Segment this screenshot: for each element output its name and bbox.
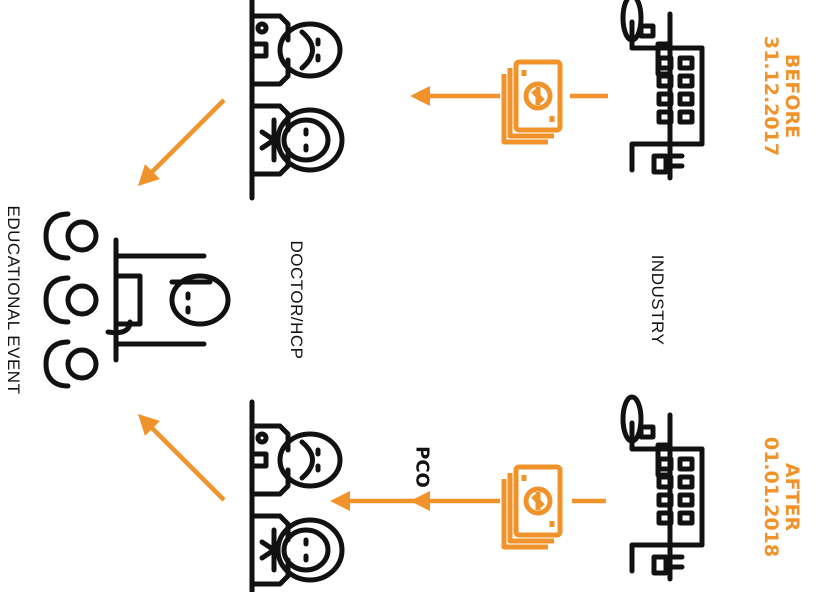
industry-label: INDUSTRY bbox=[648, 254, 667, 346]
arrow-icon bbox=[410, 86, 500, 106]
money-stack-icon bbox=[504, 62, 560, 142]
after-label-date: 01.01.2018 bbox=[760, 436, 782, 558]
arrow-icon bbox=[138, 414, 226, 502]
doctor-male-icon bbox=[252, 0, 340, 108]
audience-icon bbox=[46, 214, 96, 258]
money-stack-icon bbox=[504, 467, 560, 547]
arrow-icon bbox=[330, 491, 420, 511]
doctor-female-icon bbox=[252, 492, 342, 592]
building-icon bbox=[623, 397, 702, 579]
arrow-icon bbox=[410, 491, 500, 511]
building-icon bbox=[623, 0, 702, 178]
after-label: AFTER 01.01.2018 bbox=[760, 436, 803, 558]
speaker-icon bbox=[108, 240, 228, 360]
doctor-female-icon bbox=[252, 82, 342, 198]
arrow-icon bbox=[138, 98, 226, 186]
educational-event-label: EDUCATIONAL EVENT bbox=[4, 205, 23, 395]
before-label-date: 31.12.2017 bbox=[760, 35, 782, 157]
after-label-line1: AFTER bbox=[781, 462, 803, 532]
audience-icon bbox=[46, 342, 96, 386]
before-label: BEFORE 31.12.2017 bbox=[760, 35, 803, 157]
doctor-label: DOCTOR/HCP bbox=[287, 240, 306, 360]
audience-icon bbox=[46, 278, 96, 322]
before-label-line1: BEFORE bbox=[781, 53, 803, 139]
pco-label: PCO bbox=[411, 446, 433, 488]
doctor-male-icon bbox=[252, 402, 340, 518]
